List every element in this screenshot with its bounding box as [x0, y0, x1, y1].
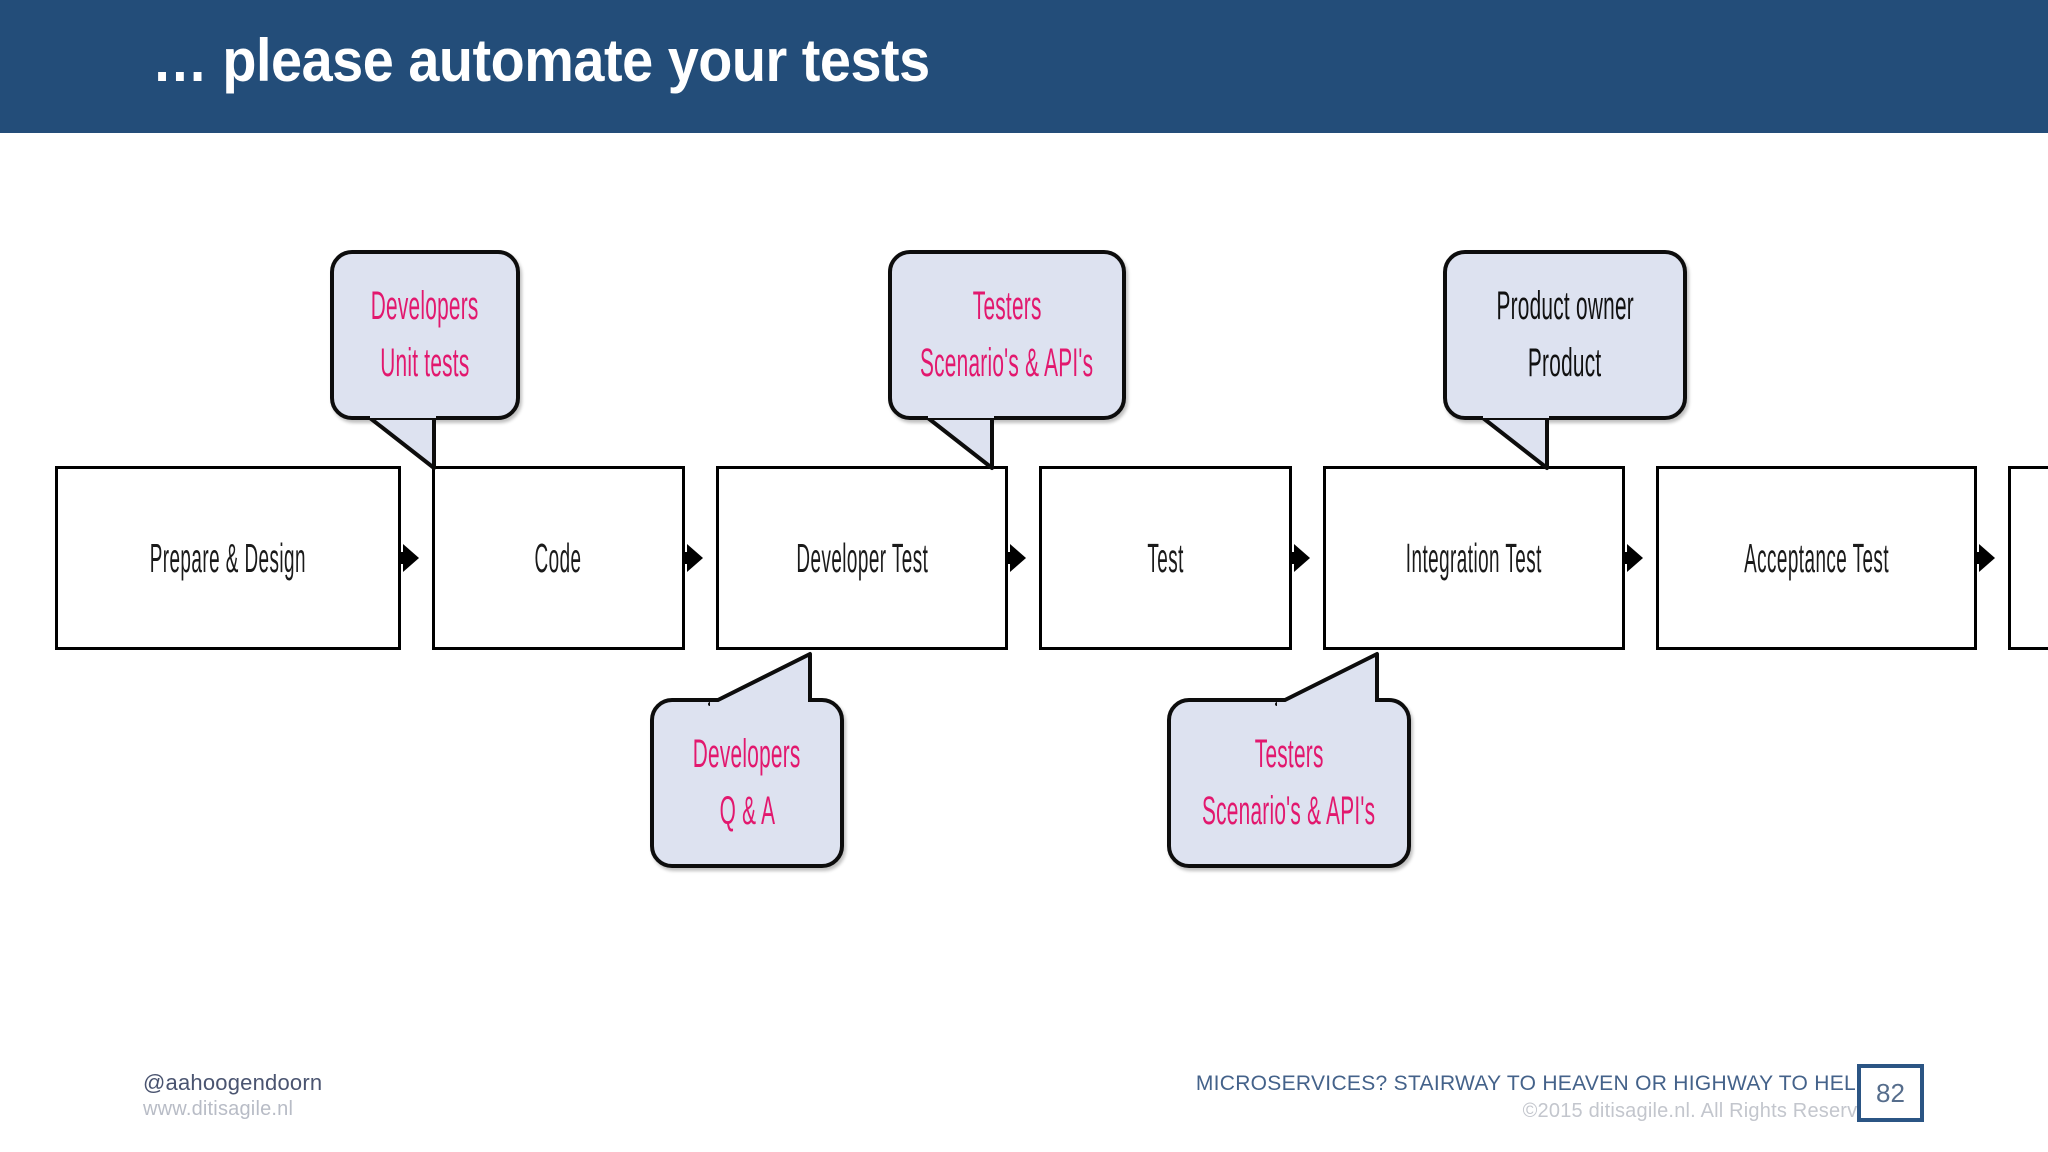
flow-arrow-icon	[1292, 466, 1323, 650]
callout-bubble-code[interactable]: Developers Unit tests	[330, 250, 520, 470]
callout-line: Q & A	[719, 789, 775, 833]
callout-line: Unit tests	[380, 341, 470, 385]
process-step-live[interactable]: Live	[2008, 466, 2048, 650]
process-step-label: Prepare & Design	[149, 534, 306, 581]
callout-line: Scenario's & API's	[1202, 789, 1376, 833]
process-step-label: Test	[1147, 534, 1185, 581]
callout-line: Scenario's & API's	[920, 341, 1094, 385]
process-flow-diagram: Prepare & Design Code Developer Test Tes…	[55, 466, 2048, 650]
process-step-code[interactable]: Code	[431, 466, 685, 650]
process-step-label: Developer Test	[796, 534, 928, 581]
footer-website: www.ditisagile.nl	[143, 1098, 294, 1120]
page-title: … please automate your tests	[152, 27, 930, 94]
process-step-integration-test[interactable]: Integration Test	[1323, 466, 1625, 650]
flow-arrow-icon	[1008, 466, 1039, 650]
callout-line: Product	[1528, 341, 1602, 385]
page-number-box: 82	[1857, 1064, 1924, 1122]
callout-line: Testers	[972, 284, 1042, 329]
callout-bubble-test[interactable]: Testers Scenario's & API's	[888, 250, 1126, 470]
callout-line: Product owner	[1496, 284, 1634, 329]
callout-bubble-developer-test[interactable]: Developers Q & A	[650, 652, 844, 868]
callout-tail-icon	[1481, 410, 1549, 470]
callout-tail-icon	[368, 410, 436, 470]
callout-tail-icon	[1275, 652, 1379, 710]
process-step-test[interactable]: Test	[1039, 466, 1293, 650]
footer-deck-title: MICROSERVICES? STAIRWAY TO HEAVEN OR HIG…	[1195, 1072, 1880, 1095]
callout-line: Developers	[371, 284, 479, 329]
callout-tail-icon	[926, 410, 994, 470]
process-step-label: Acceptance Test	[1744, 534, 1889, 581]
header-banner	[0, 0, 2048, 133]
callout-line: Testers	[1254, 732, 1324, 777]
flow-arrow-icon	[1625, 466, 1656, 650]
process-step-prepare-design[interactable]: Prepare & Design	[55, 466, 401, 650]
footer-handle: @aahoogendoorn	[143, 1070, 323, 1095]
callout-line: Developers	[693, 732, 801, 777]
callout-tail-icon	[708, 652, 812, 710]
flow-arrow-icon	[1977, 466, 2008, 650]
process-step-acceptance-test[interactable]: Acceptance Test	[1655, 466, 1978, 650]
process-step-label: Code	[534, 534, 582, 581]
flow-arrow-icon	[685, 466, 716, 650]
callout-bubble-integration-test[interactable]: Testers Scenario's & API's	[1167, 652, 1411, 868]
page-number: 82	[1876, 1077, 1905, 1108]
process-step-label: Integration Test	[1406, 534, 1543, 581]
footer-copyright: ©2015 ditisagile.nl. All Rights Reserved	[1522, 1100, 1880, 1122]
callout-bubble-acceptance-test[interactable]: Product owner Product	[1443, 250, 1687, 470]
flow-arrow-icon	[401, 466, 432, 650]
process-step-developer-test[interactable]: Developer Test	[715, 466, 1009, 650]
